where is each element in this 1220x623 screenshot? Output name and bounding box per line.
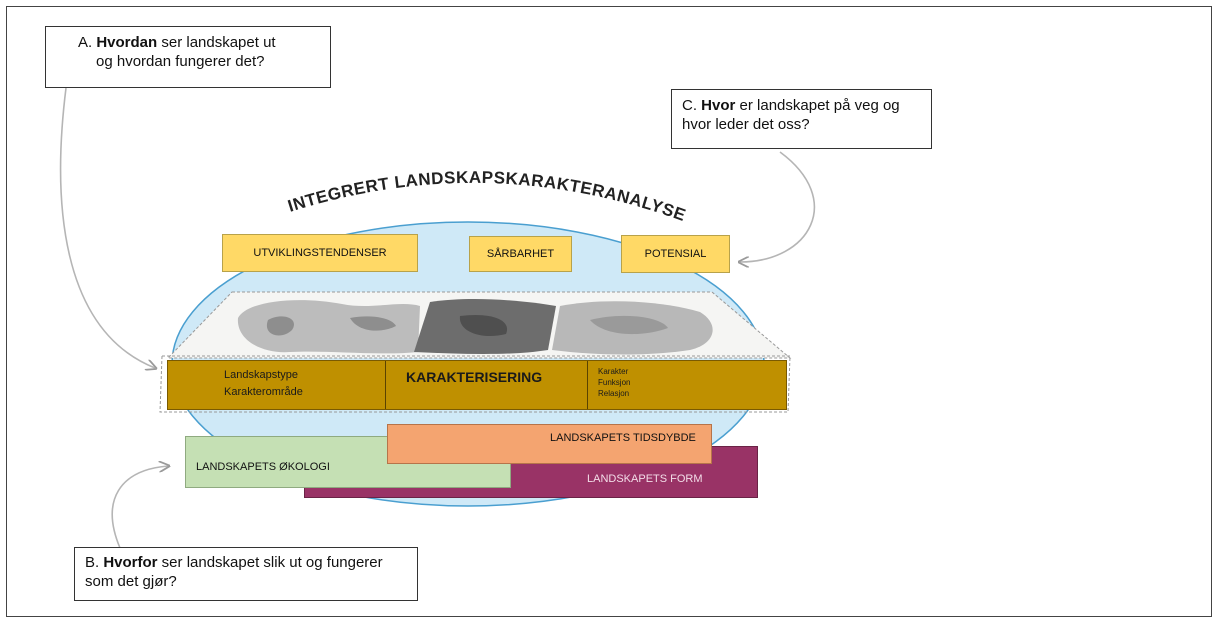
question-c-keyword: Hvor [701, 97, 736, 114]
box-utviklingstendenser: UTVIKLINGSTENDENSER [222, 234, 418, 272]
question-a-text: ser landskapet ut [157, 34, 276, 51]
question-b-line2: som det gjør? [85, 573, 177, 590]
label-funksjon: Funksjon [598, 378, 631, 387]
question-c-prefix: C. [682, 97, 702, 114]
question-c-text: er landskapet på veg og [735, 97, 900, 114]
characterisation-center-cell: KARAKTERISERING [386, 361, 588, 409]
characterisation-left-cell: Landskapstype Karakterområde [168, 361, 386, 409]
label-karakterisering: KARAKTERISERING [406, 369, 543, 385]
question-c-line2: hvor leder det oss? [682, 116, 810, 133]
question-a-prefix: A. [78, 34, 97, 51]
question-box-a: A. Hvordan ser landskapet ut og hvordan … [45, 26, 331, 88]
box-sarbarhet: SÅRBARHET [469, 236, 572, 272]
label-karakter: Karakter [598, 367, 629, 376]
layer-landskapets-tidsdybde: LANDSKAPETS TIDSDYBDE [387, 424, 712, 464]
box-utviklingstendenser-label: UTVIKLINGSTENDENSER [253, 247, 387, 259]
layer-tidsdybde-label: LANDSKAPETS TIDSDYBDE [550, 432, 696, 444]
question-box-b: B. Hvorfor ser landskapet slik ut og fun… [74, 547, 418, 601]
question-b-text: ser landskapet slik ut og fungerer [157, 554, 383, 571]
diagram-frame [6, 6, 1212, 617]
label-karakteromrade: Karakterområde [224, 386, 303, 398]
arched-title: INTEGRERT LANDSKAPSKARAKTERANALYSE [286, 168, 689, 225]
arrow-b [111, 466, 168, 549]
question-a-keyword: Hvordan [96, 34, 158, 51]
layer-okologi-label: LANDSKAPETS ØKOLOGI [196, 461, 330, 473]
box-sarbarhet-label: SÅRBARHET [486, 248, 555, 260]
arched-title-text: INTEGRERT LANDSKAPSKARAKTERANALYSE [286, 168, 688, 225]
box-potensial: POTENSIAL [621, 235, 730, 273]
question-b-prefix: B. [85, 554, 104, 571]
label-relasjon: Relasjon [598, 389, 630, 398]
characterisation-right-cell: Karakter Funksjon Relasjon [588, 361, 786, 409]
layer-form-label: LANDSKAPETS FORM [587, 473, 703, 485]
question-b-keyword: Hvorfor [103, 554, 158, 571]
label-landskapstype: Landskapstype [224, 369, 298, 381]
question-a-line2: og hvordan fungerer det? [96, 53, 265, 70]
arrow-a [59, 87, 155, 368]
box-potensial-label: POTENSIAL [644, 248, 707, 260]
characterisation-band: Landskapstype Karakterområde KARAKTERISE… [167, 360, 787, 410]
question-box-c: C. Hvor er landskapet på veg og hvor led… [671, 89, 932, 149]
terrain-illustration [159, 291, 792, 413]
arrow-c [740, 151, 815, 262]
